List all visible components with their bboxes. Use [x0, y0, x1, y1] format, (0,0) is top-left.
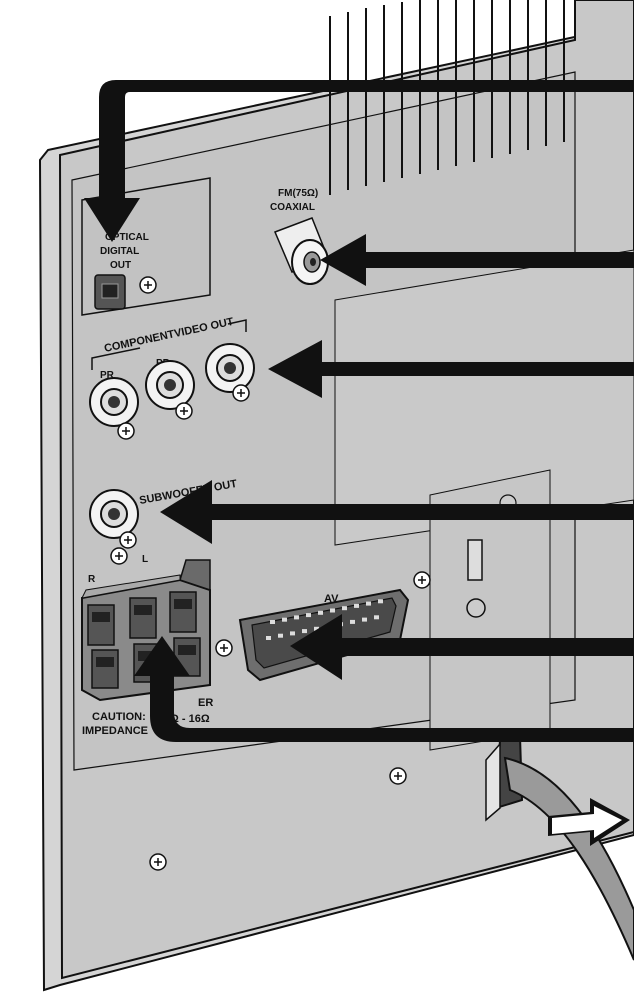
arrow-av — [290, 614, 634, 680]
scart-pin — [290, 631, 295, 636]
screw-icon — [139, 276, 157, 294]
screw-icon — [117, 422, 135, 440]
terminal-clip-l2 — [169, 591, 197, 633]
scart-pin — [266, 636, 271, 640]
switch-slot — [467, 539, 483, 581]
scart-pin — [330, 608, 335, 613]
terminal-clip-l1 — [129, 597, 157, 639]
fm-coaxial-jack — [274, 217, 329, 285]
jack-pr — [89, 377, 139, 427]
arrow-subwoofer — [160, 480, 634, 544]
optical-label-2: DIGITAL — [100, 246, 139, 257]
speaker-section: R L — [81, 547, 213, 737]
scart-pin — [362, 617, 367, 622]
screw-icon — [175, 402, 193, 420]
power-cord — [485, 734, 634, 961]
r-label: R — [88, 574, 96, 585]
speaker-label-1: ER — [198, 697, 213, 709]
scart-pin — [354, 603, 359, 608]
scart-pin — [350, 619, 355, 624]
scart-pin — [278, 633, 283, 638]
caution-label-1: CAUTION: — [92, 711, 146, 723]
screw-icon — [215, 639, 233, 657]
optical-port-inner — [101, 283, 119, 299]
scart-pin — [374, 615, 379, 620]
jack-subwoofer — [89, 489, 139, 539]
fm-section: FM(75Ω) COAXIAL — [270, 188, 329, 285]
jack-y — [205, 343, 255, 393]
arrows — [84, 80, 634, 846]
terminal-clip-r2 — [91, 649, 119, 689]
fm-label-2: COAXIAL — [270, 202, 315, 213]
scart-pin — [270, 620, 275, 624]
l-label: L — [142, 554, 148, 565]
speaker-label-2: Ω - 16Ω — [170, 713, 210, 725]
component-bracket — [91, 347, 141, 370]
scart-pin — [302, 629, 307, 634]
fm-label-1: FM(75Ω) — [278, 188, 318, 199]
optical-label-1: OPTICAL — [105, 232, 149, 243]
terminal-clip-l4 — [173, 637, 201, 677]
optical-label-3: OUT — [110, 260, 131, 271]
scart-pin — [306, 613, 311, 618]
scart-pin — [314, 626, 319, 631]
jack-pb — [145, 360, 195, 410]
caution-label-2: IMPEDANCE — [82, 725, 148, 737]
pr-label: PR — [100, 370, 115, 381]
screw-icon — [389, 767, 407, 785]
scart-pin — [366, 601, 371, 606]
arrow-component — [268, 340, 634, 398]
screw-icon — [232, 384, 250, 402]
scart-pin — [342, 606, 347, 611]
screw-icon — [110, 547, 128, 565]
scart-pin — [318, 610, 323, 615]
arrow-speaker — [134, 636, 634, 742]
screw-icon — [413, 571, 431, 589]
screw-icon — [119, 531, 137, 549]
plate-hole — [466, 598, 486, 618]
scart-pin — [282, 617, 287, 622]
arrow-fm — [320, 234, 634, 286]
scart-pin — [294, 615, 299, 620]
screw-icon — [149, 853, 167, 871]
scart-pin — [378, 599, 383, 604]
terminal-clip-r1 — [87, 604, 115, 646]
